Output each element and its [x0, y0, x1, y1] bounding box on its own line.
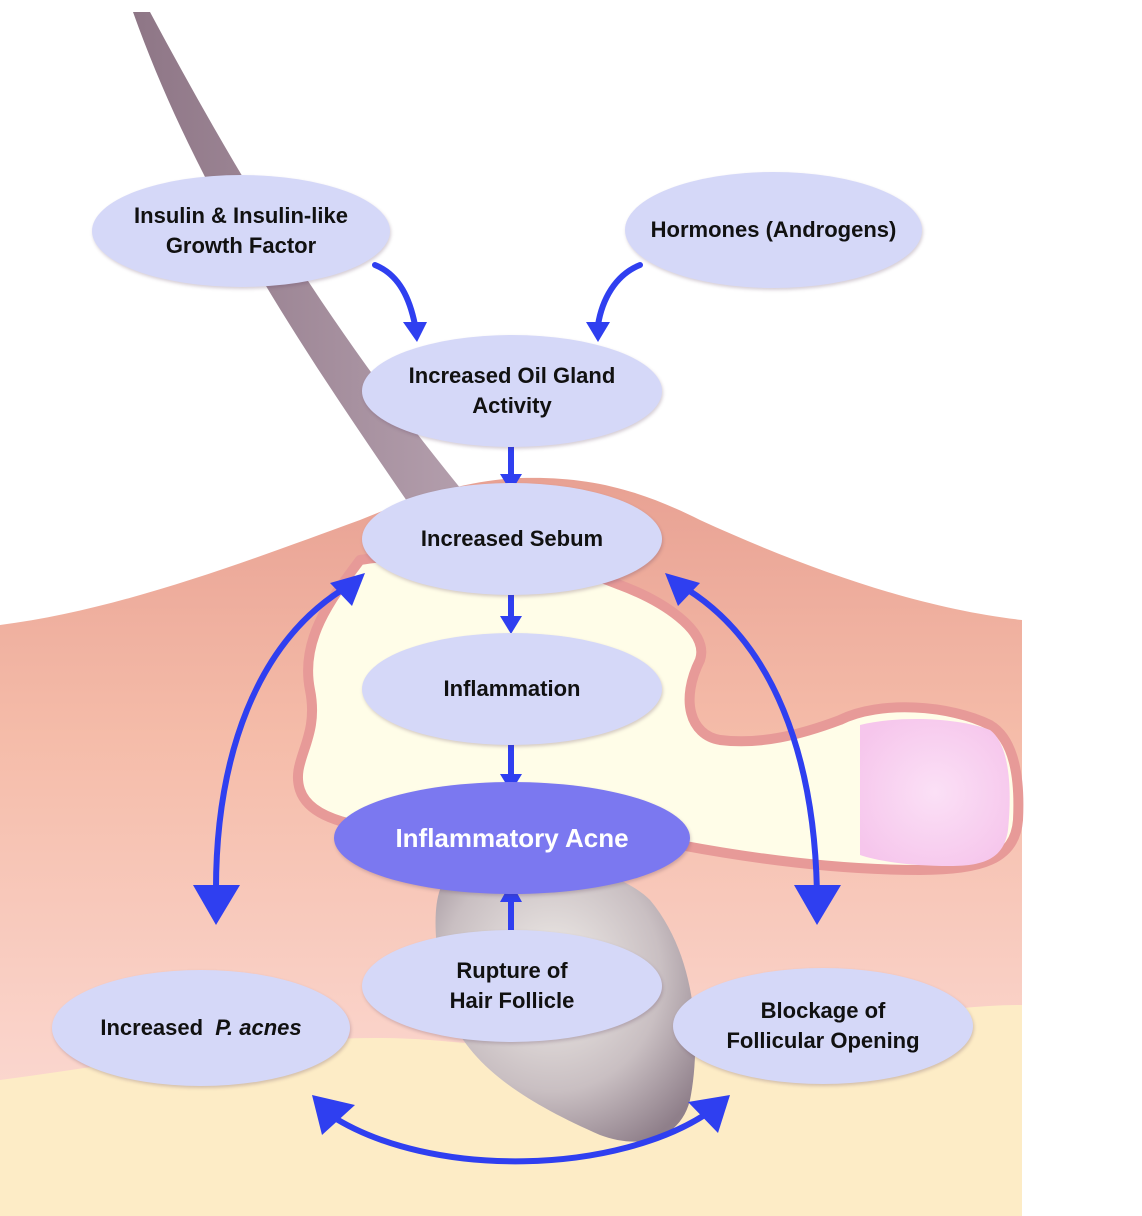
arrow-sebum-pacnes — [212, 582, 353, 898]
arrow-hormones-to-oilgland — [595, 262, 643, 328]
node-p-acnes-prefix: Increased — [100, 1015, 204, 1040]
node-oil-gland-line1: Increased Oil Gland — [408, 363, 616, 388]
arrow-insulin-to-oilgland — [372, 262, 418, 328]
node-hormones-label: Hormones (Androgens) — [650, 217, 897, 242]
node-insulin-line2: Growth Factor — [165, 233, 317, 258]
node-p-acnes-italic: P. acnes — [215, 1015, 302, 1040]
arrow-pacnes-blockage — [327, 1107, 715, 1165]
node-blockage-line1: Blockage of — [760, 998, 886, 1023]
arrowhead-hormones — [586, 322, 610, 342]
arrowhead-blockage-top — [794, 885, 841, 925]
node-insulin-line1: Insulin & Insulin-like — [134, 203, 348, 228]
node-insulin: Insulin & Insulin-like Growth Factor — [92, 175, 390, 287]
arrowhead-pacnes-top — [193, 885, 240, 925]
node-blockage-line2: Follicular Opening — [726, 1028, 920, 1053]
node-oil-gland-line2: Activity — [472, 393, 552, 418]
node-oil-gland: Increased Oil Gland Activity — [362, 335, 662, 447]
node-hormones: Hormones (Androgens) — [625, 172, 922, 288]
node-inflammatory-acne: Inflammatory Acne — [334, 782, 690, 894]
node-rupture-line1: Rupture of — [456, 958, 568, 983]
arrowhead-sebum-right — [665, 573, 700, 606]
node-rupture-line2: Hair Follicle — [449, 988, 575, 1013]
node-blockage: Blockage of Follicular Opening — [673, 968, 973, 1084]
gland-tip — [860, 718, 1010, 866]
arrowhead-pacnes-bottom — [312, 1095, 355, 1135]
node-inflammation: Inflammation — [362, 633, 662, 745]
node-p-acnes: Increased P. acnes — [52, 970, 350, 1086]
arrowhead-inflammation-in — [500, 616, 522, 634]
arrow-sebum-blockage — [677, 582, 820, 898]
arrowhead-blockage-bottom — [688, 1095, 730, 1133]
node-rupture: Rupture of Hair Follicle — [362, 930, 662, 1042]
arrowhead-insulin — [403, 322, 427, 342]
node-sebum: Increased Sebum — [362, 483, 662, 595]
node-inflammation-label: Inflammation — [443, 676, 581, 701]
node-sebum-label: Increased Sebum — [420, 526, 604, 551]
node-inflammatory-acne-label: Inflammatory Acne — [395, 823, 629, 853]
arrowhead-sebum-left — [330, 573, 365, 606]
